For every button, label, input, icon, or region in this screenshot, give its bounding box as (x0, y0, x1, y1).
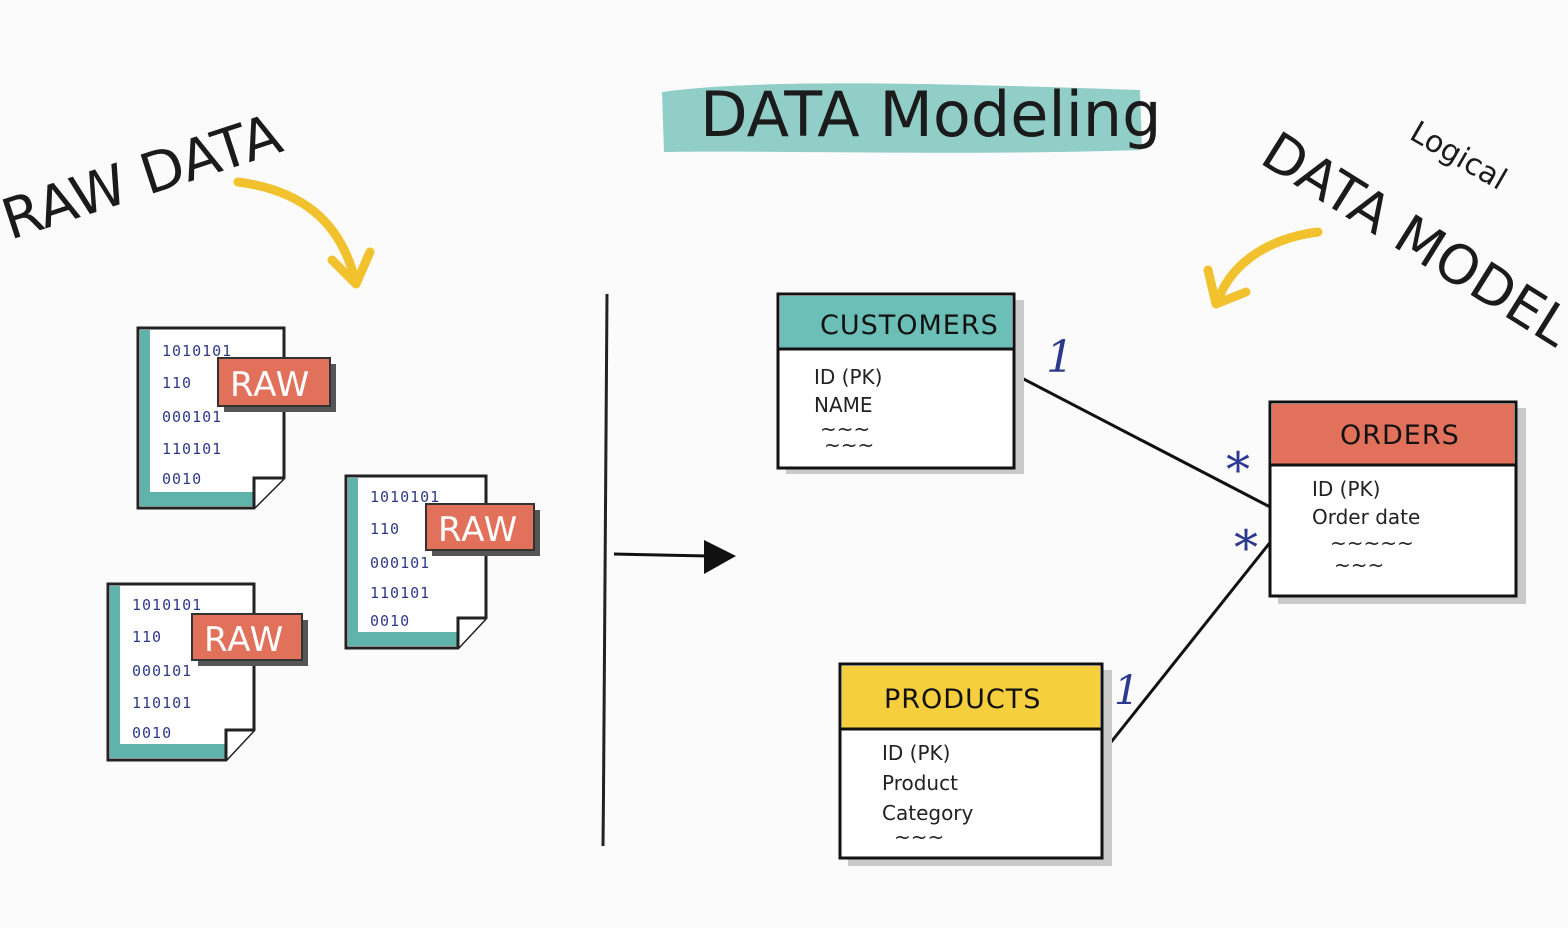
cardinality-customers: 1 (1046, 332, 1074, 383)
raw-data-arrow (233, 177, 360, 285)
file-row: 110 (370, 520, 400, 538)
divider-line (601, 293, 609, 847)
file-fold (456, 616, 486, 648)
entity-header (780, 296, 1012, 348)
raw-file-1: 1010101 110 000101 110101 0010 RAW (136, 326, 336, 510)
entity-field: ID (PK) (1312, 477, 1380, 501)
entity-field: ~~~~~ (1330, 531, 1414, 555)
data-model-arrowhead (1203, 265, 1251, 309)
cardinality-products: 1 (1114, 668, 1139, 714)
entity-field: ID (PK) (814, 365, 882, 389)
entity-title: CUSTOMERS (820, 310, 999, 341)
file-fold (224, 728, 254, 760)
file-bottom-band (348, 632, 458, 646)
file-row: 0010 (370, 612, 410, 630)
file-bottom-band (110, 744, 226, 758)
entity-field: ~~~ (824, 433, 874, 457)
file-row: 0010 (162, 470, 202, 488)
raw-data-label-group: RAW DATA (0, 102, 289, 253)
raw-badge-label: RAW (438, 510, 518, 550)
entity-header (1272, 404, 1514, 464)
raw-badge (217, 357, 331, 407)
raw-data-label: RAW DATA (0, 102, 289, 253)
file-row: 1010101 (370, 488, 440, 506)
cardinality-orders-customers: * (1226, 442, 1250, 498)
file-row: 110 (132, 628, 162, 646)
file-spine (110, 586, 120, 758)
raw-badge (425, 503, 535, 551)
raw-file-3: 1010101 110 000101 110101 0010 RAW (106, 582, 308, 762)
entity-field: ~~~ (820, 417, 870, 441)
raw-data-arrowhead (327, 247, 375, 289)
file-row: 000101 (132, 662, 192, 680)
file-row: 110101 (132, 694, 192, 712)
relationship-customers-orders (1013, 372, 1273, 510)
file-spine (140, 330, 150, 506)
file-fold (252, 476, 284, 508)
file-row: 0010 (132, 724, 172, 742)
file-row: 110101 (162, 440, 222, 458)
entity-field: ID (PK) (882, 741, 950, 765)
raw-badge-label: RAW (204, 620, 284, 660)
raw-badge (191, 613, 303, 661)
entity-field: Category (882, 801, 974, 825)
raw-file-2: 1010101 110 000101 110101 0010 RAW (344, 474, 540, 650)
file-row: 1010101 (162, 342, 232, 360)
file-row: 110 (162, 374, 192, 392)
title-highlight (662, 83, 1142, 153)
entity-title: PRODUCTS (884, 684, 1041, 715)
data-model-qualifier: Logical (1404, 115, 1513, 198)
cardinality-orders-products: * (1234, 520, 1258, 576)
entity-customers: CUSTOMERS ID (PK) NAME ~~~ ~~~ (776, 292, 1024, 474)
file-row: 000101 (162, 408, 222, 426)
transform-arrow-shaft (613, 552, 709, 558)
entity-header (842, 666, 1100, 728)
entity-field: ~~~ (894, 825, 944, 849)
entity-orders: ORDERS ID (PK) Order date ~~~~~ ~~~ (1268, 400, 1526, 604)
file-row: 1010101 (132, 596, 202, 614)
file-spine (348, 478, 358, 646)
entity-field: ~~~ (1334, 553, 1384, 577)
page-title: DATA Modeling (700, 78, 1161, 151)
entity-field: Order date (1312, 505, 1420, 529)
transform-arrowhead (704, 540, 736, 574)
file-bottom-band (140, 492, 254, 506)
entity-products: PRODUCTS ID (PK) Product Category ~~~ (838, 662, 1112, 866)
raw-badge-label: RAW (230, 365, 310, 405)
title-group: DATA Modeling (662, 78, 1161, 153)
relationship-products-orders (1098, 539, 1274, 757)
entity-title: ORDERS (1340, 420, 1460, 451)
entity-field: NAME (814, 393, 873, 417)
file-row: 110101 (370, 584, 430, 602)
data-model-arrow (1213, 227, 1323, 305)
file-row: 000101 (370, 554, 430, 572)
entity-field: Product (882, 771, 958, 795)
